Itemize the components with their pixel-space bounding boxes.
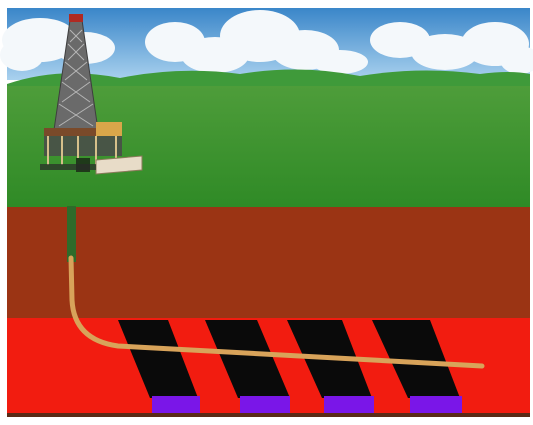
fracture-zone-4	[372, 320, 460, 398]
fracture-zone-2	[205, 320, 290, 398]
water-zone-4	[410, 396, 462, 414]
surface-casing	[67, 206, 76, 262]
fracture-zone-1	[118, 320, 198, 398]
clouds	[0, 10, 533, 74]
water-zone-3	[324, 396, 374, 414]
overburden-layer	[7, 207, 530, 319]
water-zone-2	[240, 396, 290, 414]
bottom-strip	[7, 413, 530, 417]
drilling-rig-icon	[40, 14, 143, 175]
fracture-zones	[118, 320, 462, 414]
wellbore	[68, 255, 485, 369]
water-zone-1	[152, 396, 200, 414]
